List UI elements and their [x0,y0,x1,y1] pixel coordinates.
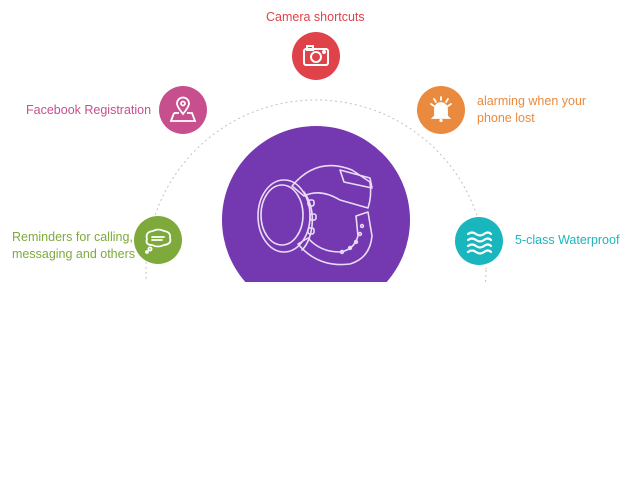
facebook-label: Facebook Registration [26,103,152,117]
water-label: 5-class Waterproof [515,233,620,247]
blank-area [0,282,640,480]
bell-glyph [430,96,452,123]
camera-glyph [303,45,329,66]
map-pin-glyph [169,96,197,122]
alarm-label: alarming when your phone lost [477,94,587,125]
map-pin-icon[interactable] [159,86,207,134]
speech-bubble-icon[interactable] [134,216,182,264]
wave-glyph [466,231,493,255]
camera-icon[interactable] [292,32,340,80]
wave-icon[interactable] [455,217,503,265]
reminder-label: Reminders for calling, messaging and oth… [12,230,135,261]
smartwatch-icon [257,164,373,266]
bell-icon[interactable] [417,86,465,134]
speech-bubble-glyph [145,228,172,254]
camera-label: Camera shortcuts [266,10,365,24]
